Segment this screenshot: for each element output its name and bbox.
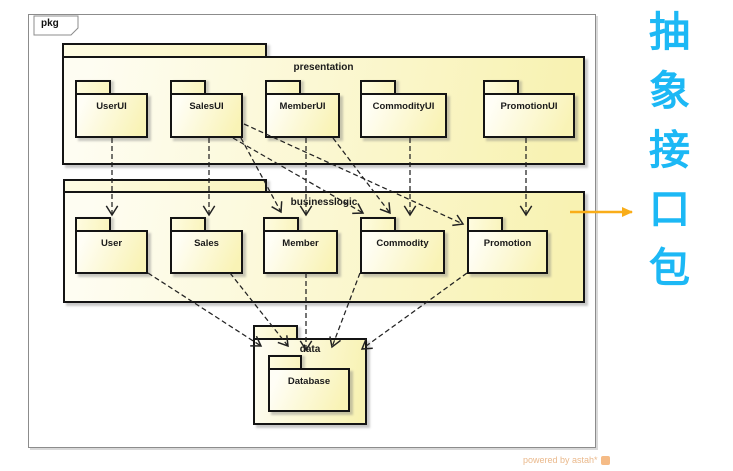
package-promotion-label: Promotion bbox=[483, 238, 532, 249]
presentation-package-tab bbox=[62, 43, 267, 56]
package-commodity: Commodity bbox=[360, 217, 445, 274]
package-user-label: User bbox=[100, 238, 123, 249]
frame-tag-label: pkg bbox=[41, 18, 59, 29]
package-member-label: Member bbox=[282, 238, 319, 249]
package-user-tab bbox=[75, 217, 111, 230]
package-salesui: SalesUI bbox=[170, 80, 243, 138]
package-commodityui-tab bbox=[360, 80, 396, 93]
annotation-char-2: 象 bbox=[649, 68, 690, 115]
package-database-tab bbox=[268, 355, 302, 368]
package-member-tab bbox=[263, 217, 299, 230]
package-database-label: Database bbox=[287, 376, 331, 387]
annotation-char-1: 抽 bbox=[649, 9, 690, 55]
watermark-text: powered by astah* bbox=[523, 455, 598, 465]
package-sales: Sales bbox=[170, 217, 243, 274]
package-sales-label: Sales bbox=[194, 238, 219, 249]
package-promotion-tab bbox=[467, 217, 503, 230]
annotation-char-5: 包 bbox=[649, 245, 690, 292]
package-commodityui: CommodityUI bbox=[360, 80, 447, 138]
package-member: Member bbox=[263, 217, 338, 274]
package-commodityui-label: CommodityUI bbox=[372, 101, 435, 112]
businesslogic-package-tab bbox=[63, 179, 267, 191]
package-userui-label: UserUI bbox=[96, 101, 127, 112]
annotation-char-3: 接 bbox=[649, 127, 690, 174]
package-commodity-label: Commodity bbox=[376, 238, 429, 249]
data-package-label: data bbox=[299, 344, 321, 355]
data-package-tab bbox=[253, 325, 298, 338]
annotation-char-4: 口 bbox=[649, 186, 690, 233]
package-sales-tab bbox=[170, 217, 206, 230]
package-promotionui-tab bbox=[483, 80, 519, 93]
package-user: User bbox=[75, 217, 148, 274]
package-memberui: MemberUI bbox=[265, 80, 340, 138]
annotation-text: 抽 象 接 口 包 bbox=[649, 9, 690, 292]
package-salesui-tab bbox=[170, 80, 206, 93]
package-userui-tab bbox=[75, 80, 111, 93]
package-salesui-label: SalesUI bbox=[189, 101, 224, 112]
package-memberui-label: MemberUI bbox=[279, 101, 326, 112]
frame-tab bbox=[33, 15, 79, 36]
astah-logo-icon bbox=[600, 455, 610, 465]
package-promotionui: PromotionUI bbox=[483, 80, 575, 138]
package-commodity-tab bbox=[360, 217, 396, 230]
package-memberui-tab bbox=[265, 80, 301, 93]
businesslogic-package-label: businesslogic bbox=[290, 197, 358, 208]
watermark: powered by astah* bbox=[523, 455, 610, 465]
presentation-package-label: presentation bbox=[293, 62, 354, 73]
package-promotionui-label: PromotionUI bbox=[500, 101, 558, 112]
package-database: Database bbox=[268, 355, 350, 412]
package-promotion: Promotion bbox=[467, 217, 548, 274]
package-userui: UserUI bbox=[75, 80, 148, 138]
